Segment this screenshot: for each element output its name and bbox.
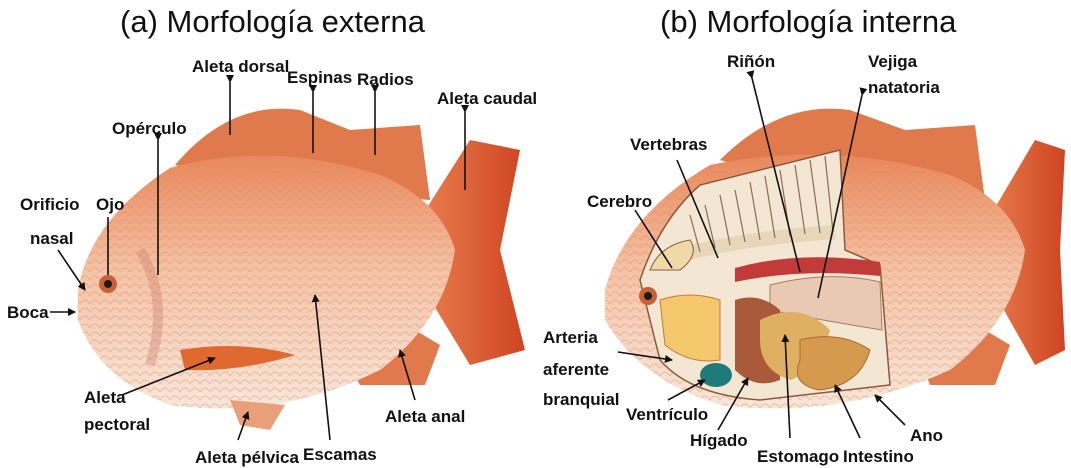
label-ano: Ano <box>910 426 943 445</box>
label-arteria-3: branquial <box>543 390 620 409</box>
label-estomago: Estomago <box>757 447 839 466</box>
label-arteria-1: Arteria <box>543 328 598 347</box>
label-aleta-anal: Aleta anal <box>385 407 465 426</box>
label-rinon: Riñón <box>727 52 775 71</box>
label-higado: Hígado <box>690 431 748 450</box>
label-aleta-pectoral-1: Aleta <box>84 388 126 407</box>
label-vejiga-1: Vejiga <box>868 52 918 71</box>
label-intestino: Intestino <box>843 447 914 466</box>
ventricle-shape <box>700 363 732 387</box>
label-orificio-nasal-2: nasal <box>30 229 73 248</box>
label-aleta-caudal: Aleta caudal <box>437 89 537 108</box>
label-boca: Boca <box>7 303 49 322</box>
label-espinas: Espinas <box>287 68 352 87</box>
label-arteria-2: aferente <box>543 360 609 379</box>
label-aleta-pelvica: Aleta pélvica <box>195 448 299 467</box>
label-ventriculo: Ventrículo <box>626 405 708 424</box>
label-radios: Radios <box>357 70 414 89</box>
label-vertebras: Vertebras <box>630 135 708 154</box>
label-orificio-nasal-1: Orificio <box>20 195 80 214</box>
label-escamas: Escamas <box>303 445 377 464</box>
fish-external <box>78 109 525 430</box>
label-aleta-dorsal: Aleta dorsal <box>192 57 289 76</box>
label-ojo: Ojo <box>96 195 124 214</box>
label-vejiga-2: natatoria <box>868 78 940 97</box>
label-cerebro: Cerebro <box>587 192 652 211</box>
label-aleta-pectoral-2: pectoral <box>84 415 150 434</box>
pelvic-fin-shape <box>230 400 285 430</box>
label-operculo: Opérculo <box>112 119 187 138</box>
